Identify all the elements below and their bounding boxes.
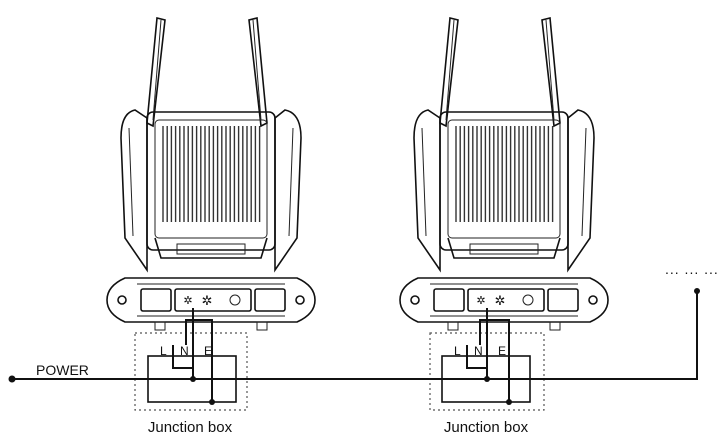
terminal-label-l: L bbox=[454, 344, 461, 358]
junction-box-label: Junction box bbox=[444, 419, 529, 434]
terminal-label-e: E bbox=[204, 344, 212, 358]
continuation-marks: ... ... ... bbox=[665, 261, 719, 277]
terminal-label-n: N bbox=[180, 344, 189, 358]
heatsink-fins bbox=[162, 126, 261, 222]
moving-head-fixture-2 bbox=[399, 17, 609, 331]
junction-box-1: L N E Junction box bbox=[134, 332, 248, 436]
moving-head-fixture-1 bbox=[106, 17, 316, 331]
heatsink-fins bbox=[455, 126, 554, 222]
terminal-label-n: N bbox=[474, 344, 483, 358]
terminal-label-e: E bbox=[498, 344, 506, 358]
junction-box-label: Junction box bbox=[148, 419, 233, 434]
terminal-label-l: L bbox=[160, 344, 167, 358]
power-label: POWER bbox=[36, 362, 89, 378]
power-wiring bbox=[8, 288, 700, 405]
